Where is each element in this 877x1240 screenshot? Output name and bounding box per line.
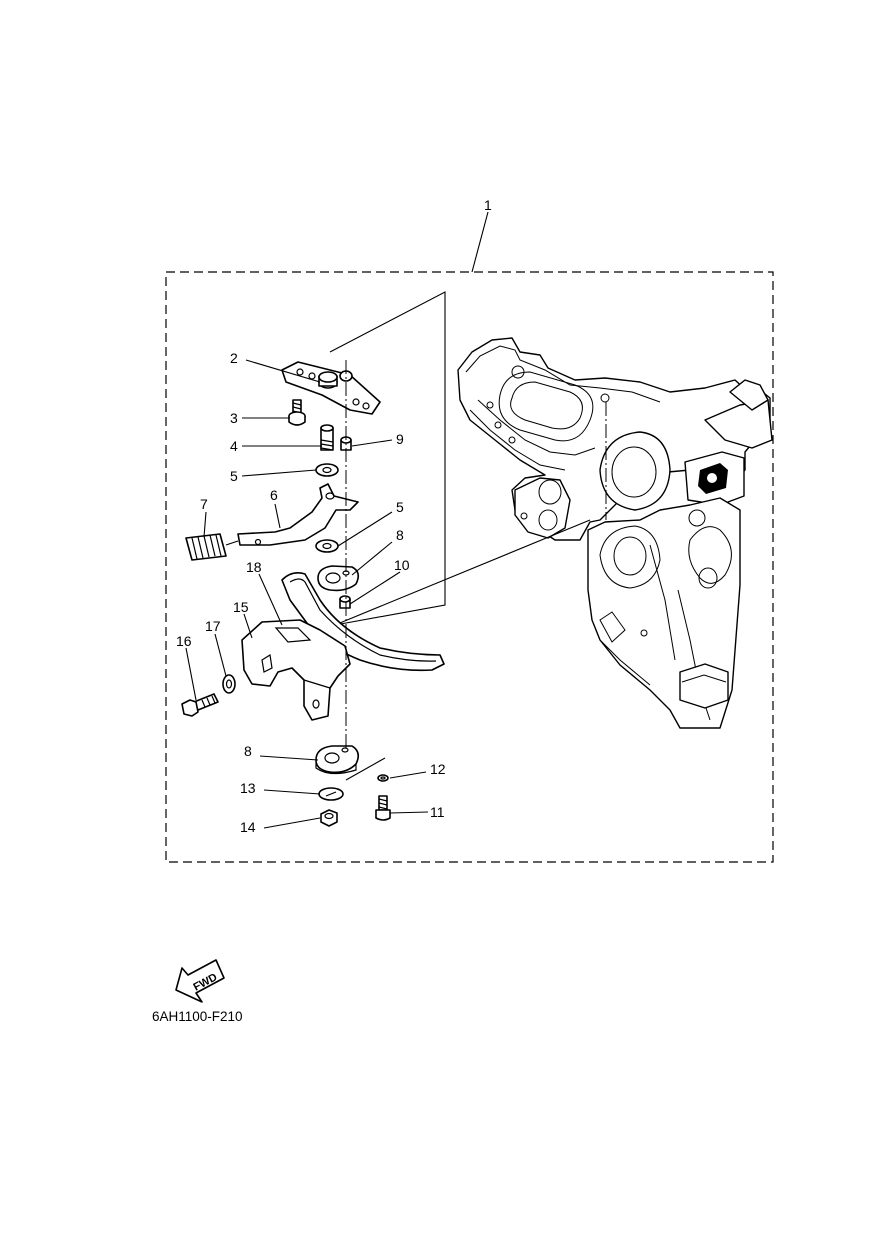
- callout-15: 15: [233, 599, 249, 615]
- part-8-cam-upper: [317, 565, 360, 592]
- callout-16: 16: [176, 633, 192, 649]
- callout-18: 18: [246, 559, 262, 575]
- part-6-lever: [237, 483, 359, 546]
- part-18-guide-arm: [281, 572, 445, 672]
- callout-5-upper: 5: [230, 468, 238, 484]
- callout-5-lower: 5: [396, 499, 404, 515]
- callout-11: 11: [430, 804, 445, 820]
- part-7-grip: [185, 533, 239, 561]
- part-2-bracket-plate: [281, 361, 381, 415]
- bracket-assembly-drawing: [457, 337, 773, 729]
- callout-9: 9: [396, 431, 404, 447]
- callout-labels: 1 2 3 4 5 6 7 5 8 9 10 18 15 17 16 8 12 …: [176, 197, 492, 835]
- callout-3: 3: [230, 410, 238, 426]
- callout-12: 12: [430, 761, 446, 777]
- part-8-cam-lower: [315, 745, 360, 775]
- part-10-collar: [339, 595, 351, 609]
- part-3-bolt: [288, 399, 306, 426]
- diagram-code: 6AH1100-F210: [152, 1009, 243, 1024]
- part-15-bracket: [241, 619, 351, 721]
- part-4-pin: [320, 424, 334, 451]
- callout-8-lower: 8: [244, 743, 252, 759]
- callout-7: 7: [200, 496, 208, 512]
- callout-17: 17: [205, 618, 221, 634]
- callout-2: 2: [230, 350, 238, 366]
- callout-8-upper: 8: [396, 527, 404, 543]
- callout-4: 4: [230, 438, 238, 454]
- part-14-nut: [320, 809, 338, 827]
- part-5-washer-upper: [315, 463, 339, 477]
- assembly-link-lines: [329, 291, 591, 626]
- leader-lines: [185, 211, 489, 829]
- callout-13: 13: [240, 780, 256, 796]
- part-11-screw: [375, 795, 391, 821]
- assembly-boundary: [165, 271, 774, 863]
- fwd-arrow-icon: FWD: [175, 959, 225, 1003]
- callout-14: 14: [240, 819, 256, 835]
- part-5-washer-lower: [315, 539, 339, 553]
- callout-6: 6: [270, 487, 278, 503]
- part-13-washer: [318, 787, 344, 801]
- callout-10: 10: [394, 557, 410, 573]
- callout-1: 1: [484, 197, 492, 213]
- part-12-washer: [377, 774, 389, 782]
- part-17-washer: [222, 674, 236, 694]
- lower-link-line: [345, 757, 386, 781]
- part-16-bolt: [181, 693, 219, 717]
